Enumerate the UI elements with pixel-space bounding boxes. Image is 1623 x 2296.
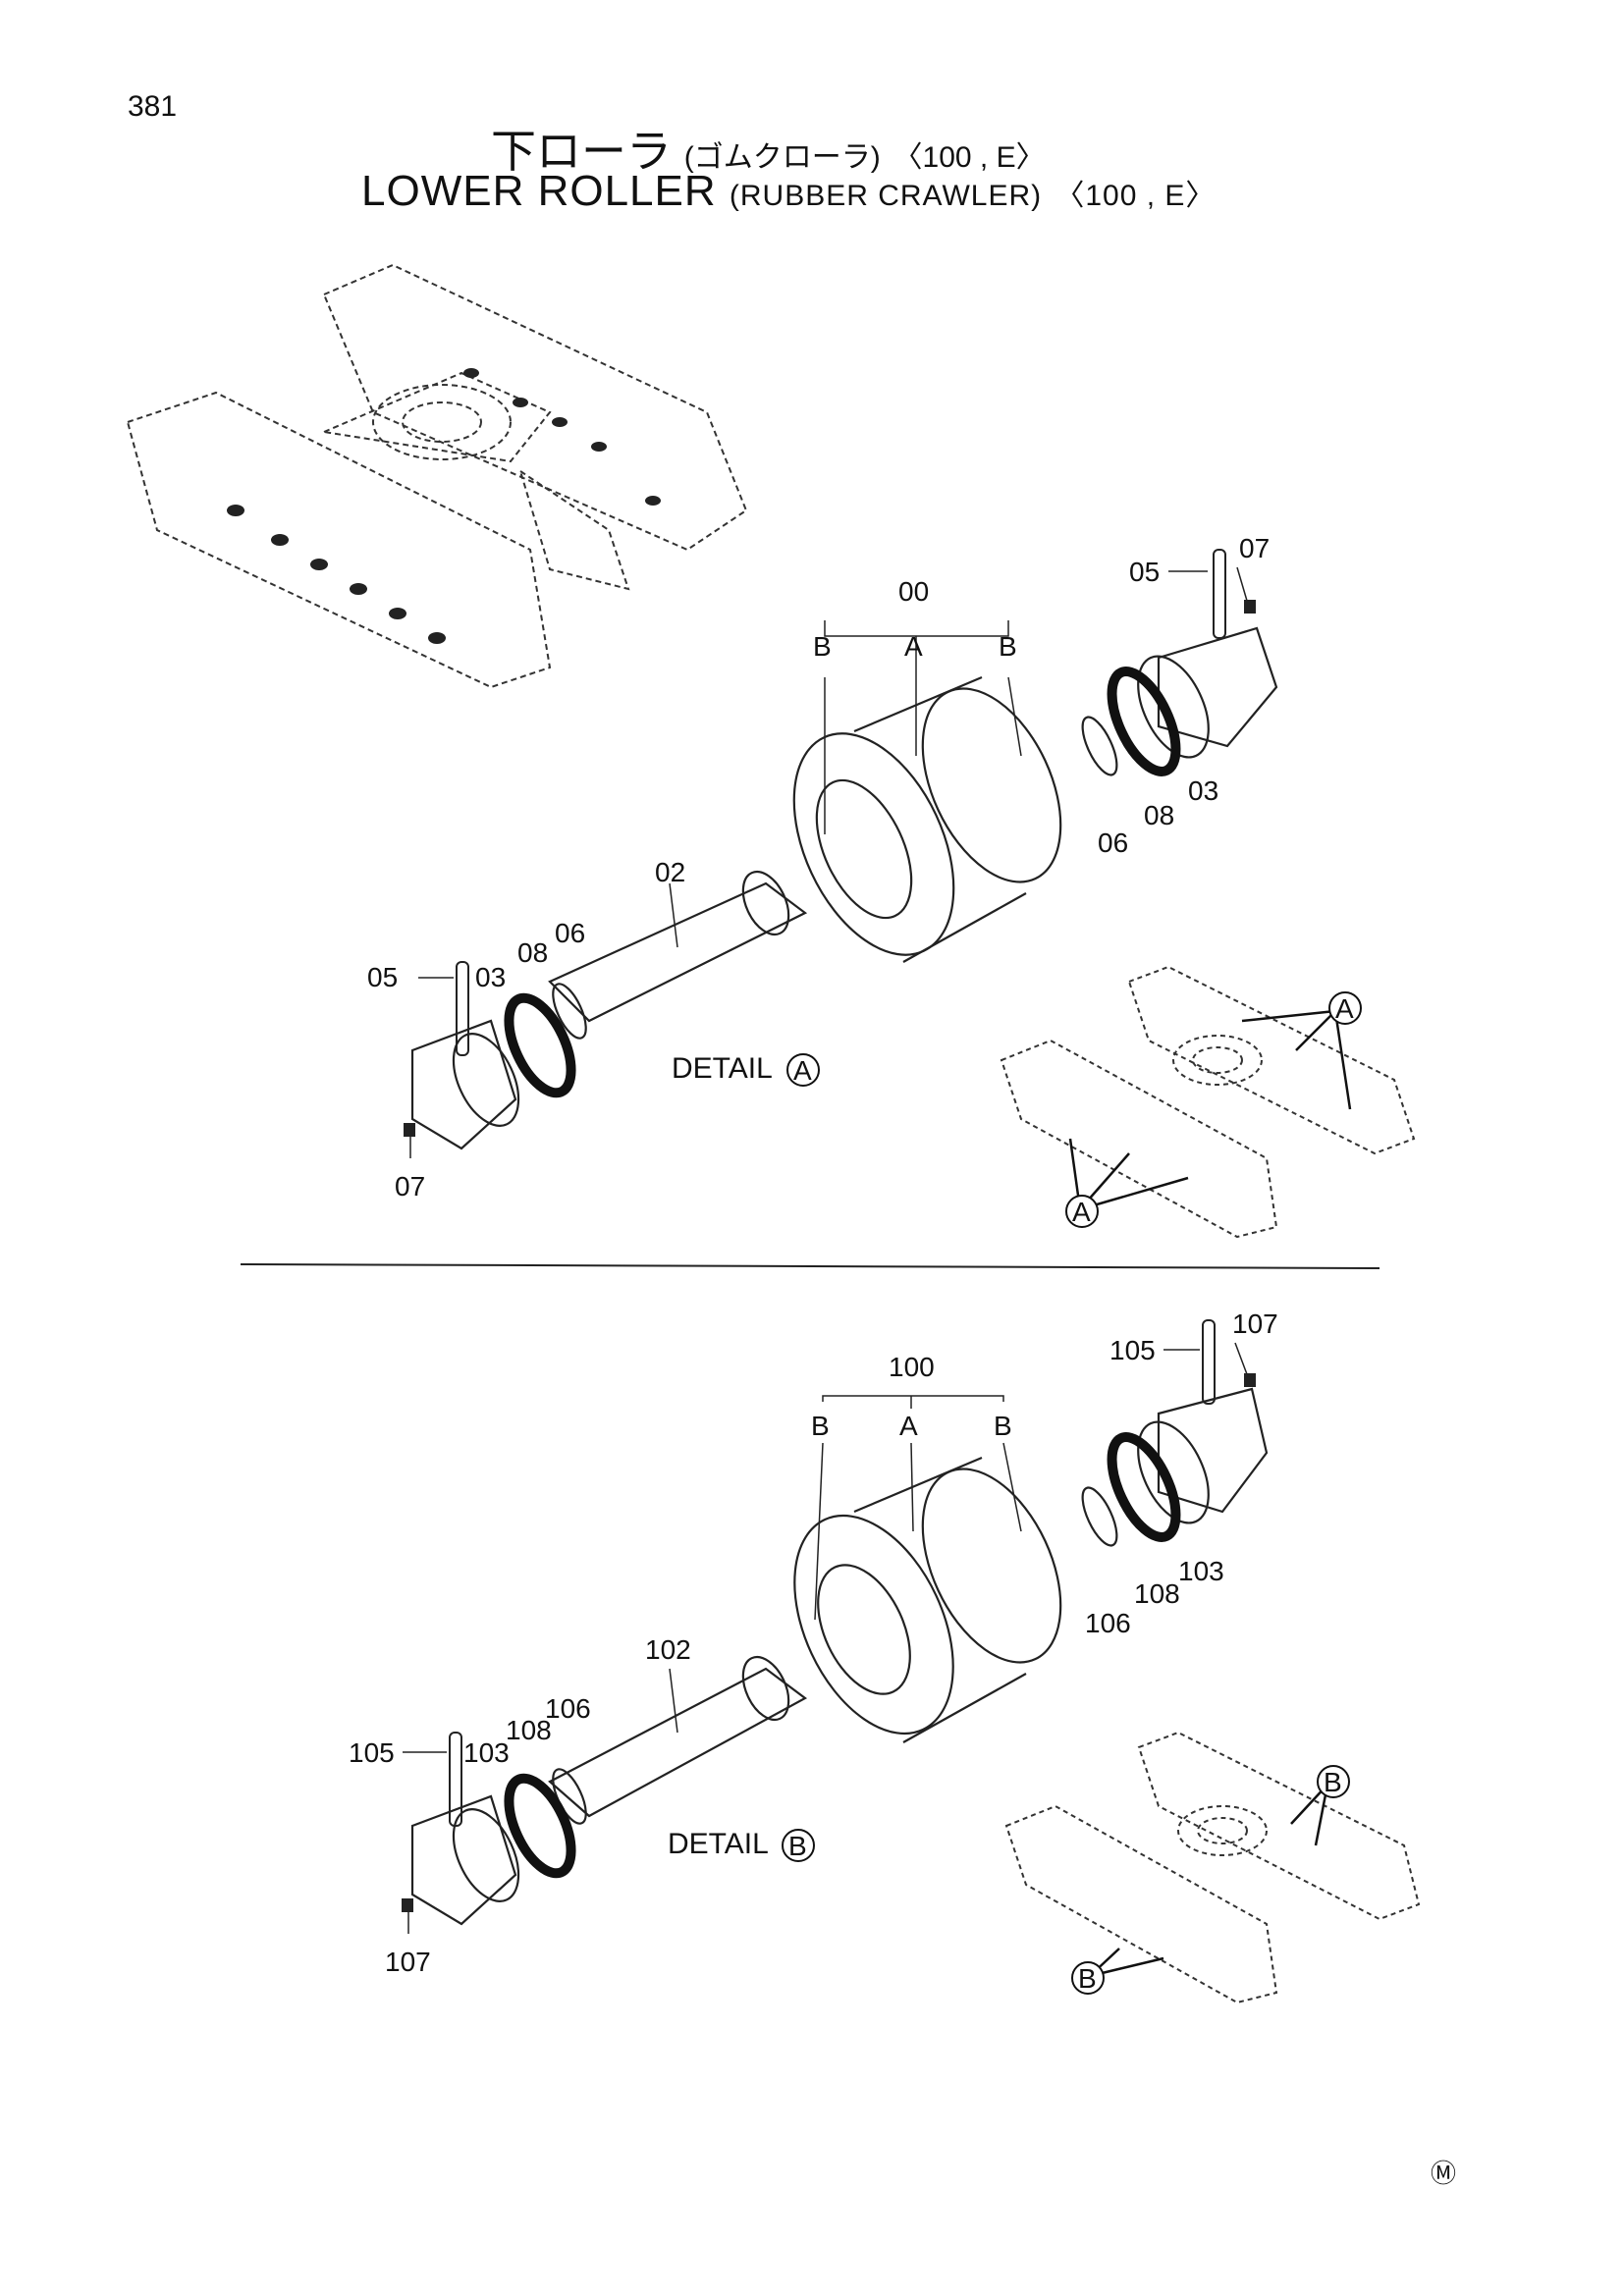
label-06-left: 06 <box>555 918 585 948</box>
detail-a-markers: A A <box>1065 991 1362 1228</box>
pins-b <box>402 1319 1256 1912</box>
plug-07-left <box>404 1123 415 1137</box>
shaft-102 <box>548 1667 808 1818</box>
section-divider <box>240 1263 1380 1269</box>
labels-b: 100 B A B 105 107 103 108 106 102 105 10… <box>349 1308 1278 1977</box>
label-a-b: A <box>899 1411 918 1441</box>
label-03-right: 03 <box>1188 775 1218 806</box>
label-102: 102 <box>645 1634 691 1665</box>
label-108-left: 108 <box>506 1715 552 1745</box>
leaders-a <box>409 566 1248 1158</box>
seal-08-right <box>1107 667 1181 776</box>
label-105-right: 105 <box>1109 1335 1156 1365</box>
label-106-right: 106 <box>1085 1608 1131 1638</box>
label-b-left-b: B <box>811 1411 830 1441</box>
seals-b <box>504 1432 1181 1879</box>
mini-undercarriage-b <box>1004 1731 1421 2004</box>
label-b-left: B <box>813 631 832 662</box>
detail-b-caption: DETAIL B <box>668 1828 815 1862</box>
seal-108-right <box>1107 1432 1181 1542</box>
title-jp-main: 下ローラ <box>491 126 672 177</box>
detail-a-caption: DETAIL A <box>672 1052 820 1087</box>
title-jp-sub: (ゴムクローラ) <box>683 141 881 174</box>
collar-103-right <box>1157 1387 1269 1514</box>
mini-undercarriage-a <box>1000 965 1416 1239</box>
seal-08-left <box>504 992 576 1098</box>
label-a: A <box>904 631 923 662</box>
label-107-right: 107 <box>1232 1308 1278 1339</box>
pins-a <box>404 549 1256 1137</box>
o-ring-06-left <box>552 983 587 1040</box>
title-jp-variant: 〈100 , E〉 <box>893 141 1046 174</box>
label-07-left: 07 <box>395 1171 425 1201</box>
page-number: 381 <box>128 90 178 123</box>
plug-07-right <box>1244 600 1256 614</box>
title-japanese: 下ローラ (ゴムクローラ) 〈100 , E〉 <box>491 116 1046 181</box>
pin-105-right <box>1202 1319 1216 1405</box>
o-ring-06-right <box>1081 716 1118 776</box>
title-en-sub: (RUBBER CRAWLER) <box>729 180 1043 212</box>
footer-mark: Ⓜ <box>1430 2159 1456 2188</box>
pin-05-left <box>456 961 469 1056</box>
label-08-left: 08 <box>517 937 548 968</box>
collar-03-right <box>1157 626 1278 748</box>
marker-a-lower: A <box>1072 1197 1091 1227</box>
label-05-left: 05 <box>367 962 398 992</box>
label-00: 00 <box>898 576 929 607</box>
plug-107-right <box>1244 1373 1256 1387</box>
label-06-right: 06 <box>1098 828 1128 858</box>
label-108-right: 108 <box>1134 1578 1180 1609</box>
pin-105-left <box>449 1732 462 1827</box>
plug-107-left <box>402 1898 413 1912</box>
collar-03-left <box>410 1019 517 1150</box>
undercarriage-overview-top <box>126 263 748 689</box>
label-b-right-b: B <box>994 1411 1012 1441</box>
marker-a-upper: A <box>1335 993 1354 1024</box>
label-08-right: 08 <box>1144 800 1174 830</box>
leaders-b <box>403 1342 1248 1934</box>
label-105-left: 105 <box>349 1737 395 1768</box>
undercarriage-rollers-top <box>227 368 661 644</box>
detail-a-text: DETAIL <box>672 1052 773 1085</box>
seals-a <box>504 667 1181 1098</box>
label-106-left: 106 <box>545 1693 591 1724</box>
collar-103-left <box>410 1794 517 1926</box>
roller-assembly-b <box>410 1387 1269 1926</box>
roller-assembly-a <box>410 626 1278 1150</box>
label-07-right: 07 <box>1239 533 1270 563</box>
shaft-02 <box>548 881 808 1023</box>
label-05-right: 05 <box>1129 557 1160 587</box>
pin-05-right <box>1213 549 1226 639</box>
label-02: 02 <box>655 857 685 887</box>
label-b-right: B <box>999 631 1017 662</box>
seal-108-left <box>504 1773 576 1879</box>
marker-b-lower: B <box>1078 1963 1097 1994</box>
label-103-left: 103 <box>463 1737 510 1768</box>
title-en-main: LOWER ROLLER <box>361 167 717 215</box>
title-en-variant: 〈100 , E〉 <box>1055 180 1217 212</box>
detail-b-marker: B <box>788 1831 807 1861</box>
label-107-left: 107 <box>385 1947 431 1977</box>
title-english: LOWER ROLLER (RUBBER CRAWLER) 〈100 , E〉 <box>361 167 1216 216</box>
labels-a: 00 B A B 05 07 03 08 06 02 05 03 08 06 0… <box>367 533 1270 1201</box>
label-103-right: 103 <box>1178 1556 1224 1586</box>
label-03-left: 03 <box>475 962 506 992</box>
o-ring-106-right <box>1081 1486 1118 1547</box>
marker-b-upper: B <box>1324 1767 1342 1797</box>
detail-a-marker: A <box>793 1055 812 1086</box>
detail-b-markers: B B <box>1071 1765 1350 1995</box>
label-100: 100 <box>889 1352 935 1382</box>
detail-b-text: DETAIL <box>668 1828 769 1860</box>
